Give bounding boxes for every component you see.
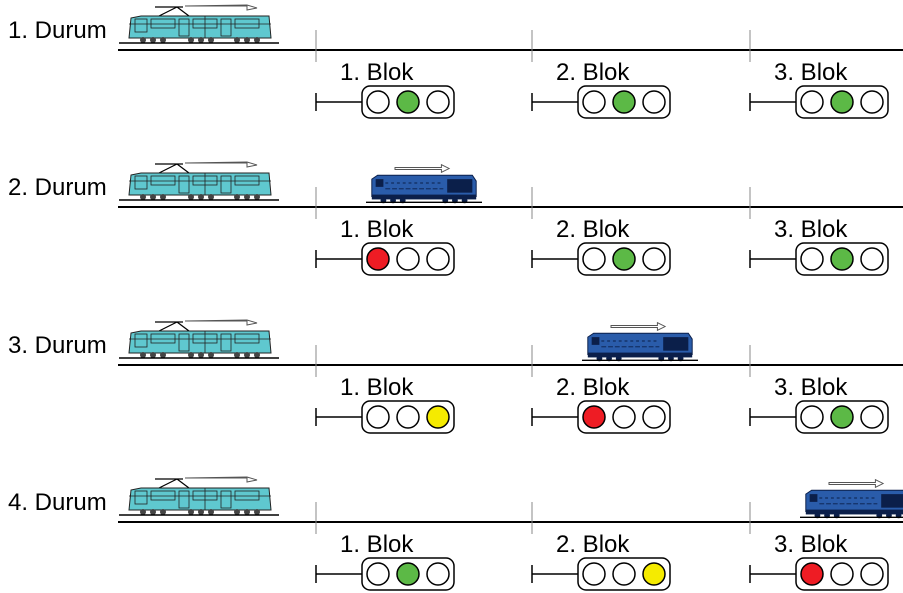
signal-lamp	[396, 562, 420, 586]
signal-lamp	[830, 405, 854, 429]
signal-lamp	[366, 247, 390, 271]
tram-icon	[118, 476, 280, 516]
signal-lamp	[860, 90, 884, 114]
signal-lamp	[426, 90, 450, 114]
signal-lamp	[612, 90, 636, 114]
signal-lamp	[582, 405, 606, 429]
signal-lamp	[642, 90, 666, 114]
signal-lamp	[582, 562, 606, 586]
tram-icon	[118, 4, 280, 44]
block: 1. Blok	[315, 531, 455, 591]
signal-lamp	[800, 90, 824, 114]
signal-head	[361, 557, 455, 591]
block-label: 1. Blok	[340, 59, 414, 86]
block-label: 3. Blok	[774, 531, 848, 558]
signal-head	[795, 400, 889, 434]
signal-lamp	[800, 247, 824, 271]
signal-lamp	[612, 405, 636, 429]
locomotive-icon	[800, 478, 903, 520]
block-label: 3. Blok	[774, 59, 848, 86]
signal-lamp	[642, 405, 666, 429]
signal-lamp	[426, 405, 450, 429]
signal-lamp	[396, 405, 420, 429]
signal-lamp	[830, 247, 854, 271]
signal-lamp	[860, 562, 884, 586]
tram-icon	[118, 161, 280, 201]
state-row: 1. Durum 1. Blok 2. Blok 3. Blok	[8, 4, 903, 119]
signal-lamp	[860, 247, 884, 271]
block-label: 1. Blok	[340, 216, 414, 243]
signal-lamp	[800, 562, 824, 586]
block: 3. Blok	[749, 531, 889, 591]
block: 2. Blok	[531, 531, 671, 591]
signal-lamp	[426, 247, 450, 271]
block-label: 1. Blok	[340, 531, 414, 558]
signal-head	[361, 400, 455, 434]
signal-lamp	[830, 562, 854, 586]
tram-icon	[118, 319, 280, 359]
signal-lamp	[800, 405, 824, 429]
signal-lamp	[366, 562, 390, 586]
signal-lamp	[582, 90, 606, 114]
signal-lamp	[366, 90, 390, 114]
signal-lamp	[612, 247, 636, 271]
signal-lamp	[396, 247, 420, 271]
block-label: 3. Blok	[774, 216, 848, 243]
block: 2. Blok	[531, 216, 671, 276]
signal-head	[577, 85, 671, 119]
locomotive-icon	[366, 163, 482, 205]
state-label: 3. Durum	[8, 332, 107, 359]
signal-head	[577, 557, 671, 591]
signal-lamp	[612, 562, 636, 586]
signal-lamp	[582, 247, 606, 271]
state-label: 1. Durum	[8, 17, 107, 44]
signal-lamp	[642, 562, 666, 586]
signal-lamp	[426, 562, 450, 586]
signal-head	[795, 242, 889, 276]
signal-head	[361, 85, 455, 119]
block: 2. Blok	[531, 374, 671, 434]
block-label: 1. Blok	[340, 374, 414, 401]
state-label: 2. Durum	[8, 174, 107, 201]
state-label: 4. Durum	[8, 489, 107, 516]
block-label: 2. Blok	[556, 374, 630, 401]
locomotive-icon	[582, 321, 698, 363]
signal-head	[361, 242, 455, 276]
signal-head	[577, 242, 671, 276]
block-label: 2. Blok	[556, 216, 630, 243]
block: 1. Blok	[315, 374, 455, 434]
signal-lamp	[366, 405, 390, 429]
block-label: 2. Blok	[556, 531, 630, 558]
state-row: 3. Durum 1. Blok 2. Blok 3. Blok	[8, 319, 903, 434]
block-label: 3. Blok	[774, 374, 848, 401]
block: 3. Blok	[749, 59, 889, 119]
state-row: 4. Durum 1. Blok 2. Blok 3. Blok	[8, 476, 903, 591]
block: 3. Blok	[749, 216, 889, 276]
signal-lamp	[642, 247, 666, 271]
block: 3. Blok	[749, 374, 889, 434]
signal-lamp	[396, 90, 420, 114]
block: 1. Blok	[315, 59, 455, 119]
block: 1. Blok	[315, 216, 455, 276]
signal-head	[795, 85, 889, 119]
signal-head	[795, 557, 889, 591]
signal-head	[577, 400, 671, 434]
block: 2. Blok	[531, 59, 671, 119]
state-row: 2. Durum 1. Blok 2. Blok 3. Blok	[8, 161, 903, 276]
block-label: 2. Blok	[556, 59, 630, 86]
signal-lamp	[830, 90, 854, 114]
signal-lamp	[860, 405, 884, 429]
